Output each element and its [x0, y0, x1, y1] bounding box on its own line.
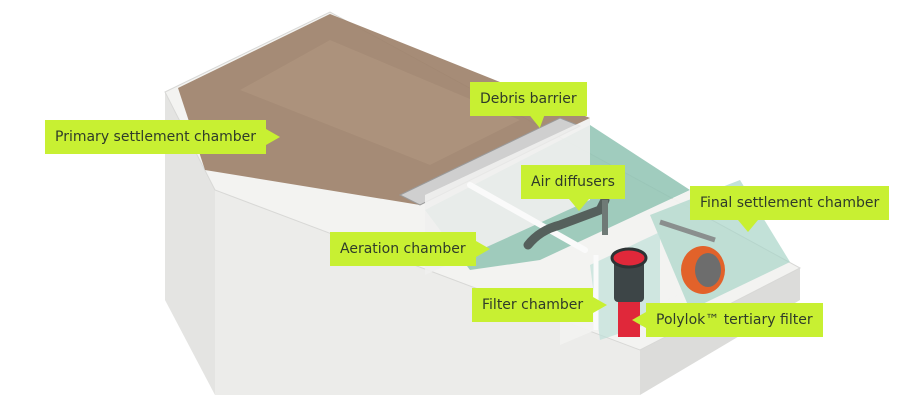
outlet-pipe-opening	[695, 253, 721, 287]
air-pipe	[467, 182, 588, 253]
tertiary-filter-body	[614, 258, 644, 302]
label-final-settlement-chamber: Final settlement chamber	[690, 186, 890, 232]
lid-highlight	[240, 40, 520, 165]
tank-front-face	[215, 190, 640, 395]
label-tertiary-filter: Polylok™ tertiary filter	[632, 303, 823, 337]
label-primary-settlement-chamber: Primary settlement chamber	[45, 120, 281, 154]
air-diffuser-pipe	[523, 195, 610, 250]
tertiary-filter-cap	[610, 247, 648, 269]
tank-left-face	[165, 92, 215, 395]
label-aeration-chamber: Aeration chamber	[330, 232, 490, 266]
return-pipe	[659, 219, 716, 243]
label-air-diffusers: Air diffusers	[521, 165, 625, 211]
label-filter-chamber: Filter chamber	[472, 288, 608, 322]
label-debris-barrier: Debris barrier	[470, 82, 587, 116]
